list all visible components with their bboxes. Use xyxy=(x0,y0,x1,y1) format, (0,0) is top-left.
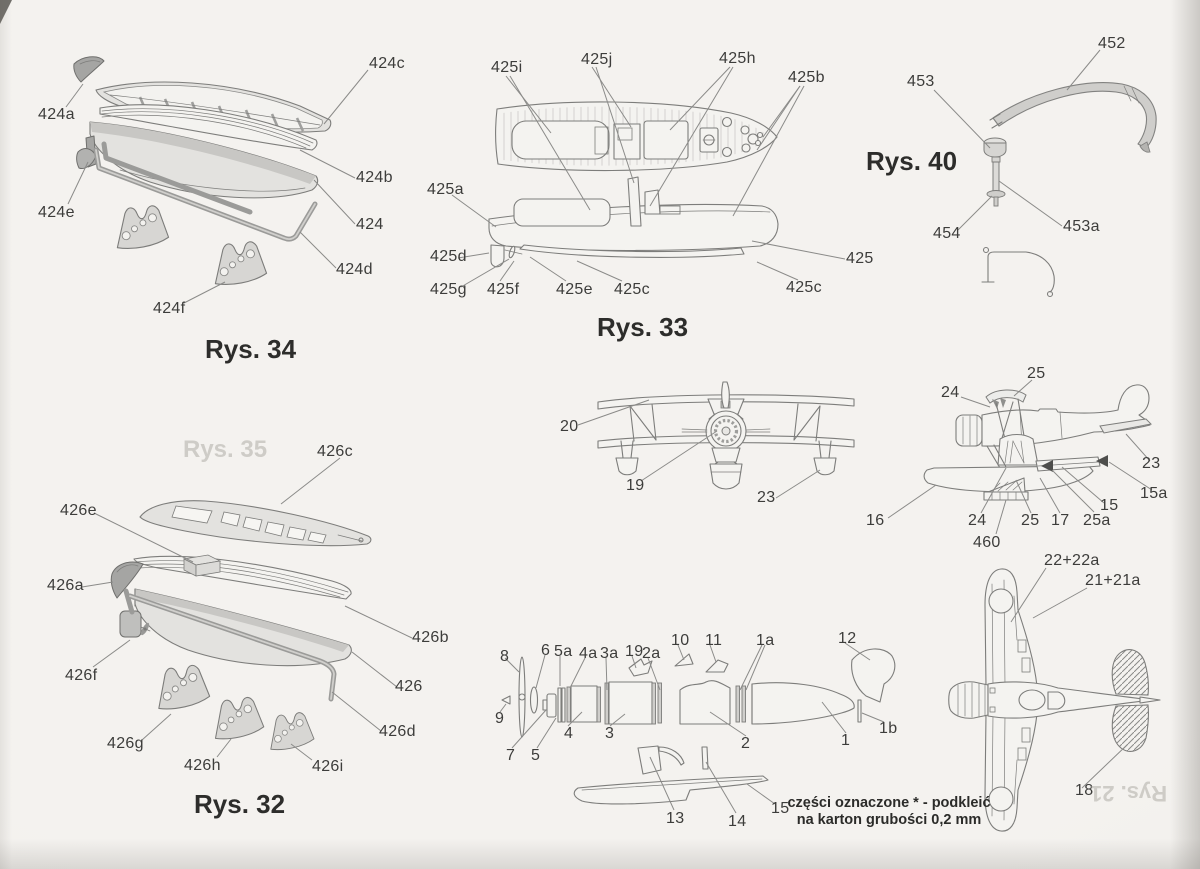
part-label-fuselage-exploded-4a: 4a xyxy=(579,645,598,662)
part-label-rys40-453: 453 xyxy=(907,73,935,90)
part-label-rys33-425d: 425d xyxy=(430,248,467,265)
part-label-float-side-14: 14 xyxy=(728,813,747,830)
part-label-floatplane-side-24: 24 xyxy=(968,512,987,529)
part-label-floatplane-side-24: 24 xyxy=(941,384,960,401)
footnote: części oznaczone * - podkleić na karton … xyxy=(716,795,1062,829)
part-label-biplane-front-19: 19 xyxy=(626,477,645,494)
ghost-text: Rys. 21 xyxy=(1090,781,1168,806)
part-label-plane-top-18: 18 xyxy=(1075,782,1094,799)
part-label-rys34-424a: 424a xyxy=(38,106,75,123)
part-label-floatplane-side-17: 17 xyxy=(1051,512,1070,529)
part-label-rys32-426: 426 xyxy=(395,678,423,695)
part-label-rys33-425h: 425h xyxy=(719,50,756,67)
part-label-fuselage-exploded-12: 12 xyxy=(838,630,857,647)
part-label-rys32-426b: 426b xyxy=(412,629,449,646)
part-label-rys33-425i: 425i xyxy=(491,59,523,76)
part-label-rys32-426e: 426e xyxy=(60,502,97,519)
part-label-fuselage-exploded-6: 6 xyxy=(541,642,551,659)
part-label-rys33-425b: 425b xyxy=(788,69,825,86)
rys40-drawing xyxy=(933,49,1157,298)
part-label-rys33-425g: 425g xyxy=(430,281,467,298)
part-label-floatplane-side-25: 25 xyxy=(1021,512,1040,529)
part-label-rys32-426i: 426i xyxy=(312,758,344,775)
part-label-plane-top-22+22a: 22+22a xyxy=(1044,552,1100,569)
footnote-line1: części oznaczone * - podkleić xyxy=(787,795,991,811)
part-label-rys34-424c: 424c xyxy=(369,55,405,72)
part-label-fuselage-exploded-10: 10 xyxy=(671,632,690,649)
figure-title-rys33: Rys. 33 xyxy=(597,312,689,342)
part-label-rys32-426d: 426d xyxy=(379,723,416,740)
part-label-fuselage-exploded-5a: 5a xyxy=(554,643,573,660)
part-label-floatplane-side-16: 16 xyxy=(866,512,885,529)
part-label-rys34-424e: 424e xyxy=(38,204,75,221)
part-label-fuselage-exploded-3: 3 xyxy=(605,725,615,742)
part-label-rys33-425e: 425e xyxy=(556,281,593,298)
part-label-fuselage-exploded-8: 8 xyxy=(500,648,510,665)
part-label-rys34-424d: 424d xyxy=(336,261,373,278)
part-label-rys32-426h: 426h xyxy=(184,757,221,774)
part-label-rys40-452: 452 xyxy=(1098,35,1126,52)
plane-top-drawing xyxy=(948,567,1161,832)
part-label-fuselage-exploded-9: 9 xyxy=(495,710,505,727)
part-label-float-side-15: 15 xyxy=(771,800,790,817)
scan-corner-artifact xyxy=(0,0,12,24)
part-label-floatplane-side-460: 460 xyxy=(973,534,1001,551)
part-label-rys32-426c: 426c xyxy=(317,443,353,460)
part-label-fuselage-exploded-1b: 1b xyxy=(879,720,898,737)
part-label-fuselage-exploded-2: 2 xyxy=(741,735,751,752)
rys34-drawing xyxy=(65,56,369,304)
part-label-fuselage-exploded-1a: 1a xyxy=(756,632,775,649)
part-label-fuselage-exploded-11: 11 xyxy=(705,632,723,649)
part-label-floatplane-side-15a: 15a xyxy=(1140,485,1168,502)
part-label-rys40-454: 454 xyxy=(933,225,961,242)
biplane-front-drawing xyxy=(577,381,855,499)
figure-title-rys40: Rys. 40 xyxy=(866,146,958,176)
part-label-floatplane-side-25a: 25a xyxy=(1083,512,1111,529)
part-label-plane-top-21+21a: 21+21a xyxy=(1085,572,1141,589)
rys32-drawing xyxy=(81,457,413,761)
part-label-fuselage-exploded-1: 1 xyxy=(841,732,851,749)
part-label-rys33-425: 425 xyxy=(846,250,874,267)
part-label-floatplane-side-15: 15 xyxy=(1100,497,1119,514)
floatplane-side-drawing xyxy=(887,379,1153,535)
rys33-drawing xyxy=(451,66,846,288)
part-label-rys32-426f: 426f xyxy=(65,667,98,684)
part-label-rys33-425a: 425a xyxy=(427,181,464,198)
part-label-float-side-13: 13 xyxy=(666,810,685,827)
part-label-rys33-425c: 425c xyxy=(786,279,822,296)
footnote-line2: na karton grubości 0,2 mm xyxy=(796,812,982,829)
part-label-biplane-front-20: 20 xyxy=(560,418,579,435)
part-label-floatplane-side-25: 25 xyxy=(1027,365,1046,382)
part-label-fuselage-exploded-5: 5 xyxy=(531,747,541,764)
part-label-rys34-424b: 424b xyxy=(356,169,393,186)
part-label-fuselage-exploded-3a: 3a xyxy=(600,645,619,662)
part-label-rys33-425f: 425f xyxy=(487,281,520,298)
part-label-biplane-front-23: 23 xyxy=(757,489,776,506)
part-label-rys33-425c: 425c xyxy=(614,281,650,298)
part-label-rys34-424f: 424f xyxy=(153,300,186,317)
part-label-floatplane-side-23: 23 xyxy=(1142,455,1161,472)
figure-title-rys34: Rys. 34 xyxy=(205,334,297,364)
figure-title-rys32: Rys. 32 xyxy=(194,789,286,819)
part-label-fuselage-exploded-2a: 2a xyxy=(642,645,661,662)
part-label-rys34-424: 424 xyxy=(356,216,384,233)
ghost-text: Rys. 35 xyxy=(183,436,268,463)
part-label-rys33-425j: 425j xyxy=(581,51,613,68)
fuselage-exploded-drawing xyxy=(499,642,896,814)
part-label-rys32-426a: 426a xyxy=(47,577,84,594)
part-label-fuselage-exploded-4: 4 xyxy=(564,725,574,742)
part-label-fuselage-exploded-7: 7 xyxy=(506,747,516,764)
part-label-rys40-453a: 453a xyxy=(1063,218,1100,235)
part-label-rys32-426g: 426g xyxy=(107,735,144,752)
part-label-fuselage-exploded-19: 19 xyxy=(625,643,644,660)
